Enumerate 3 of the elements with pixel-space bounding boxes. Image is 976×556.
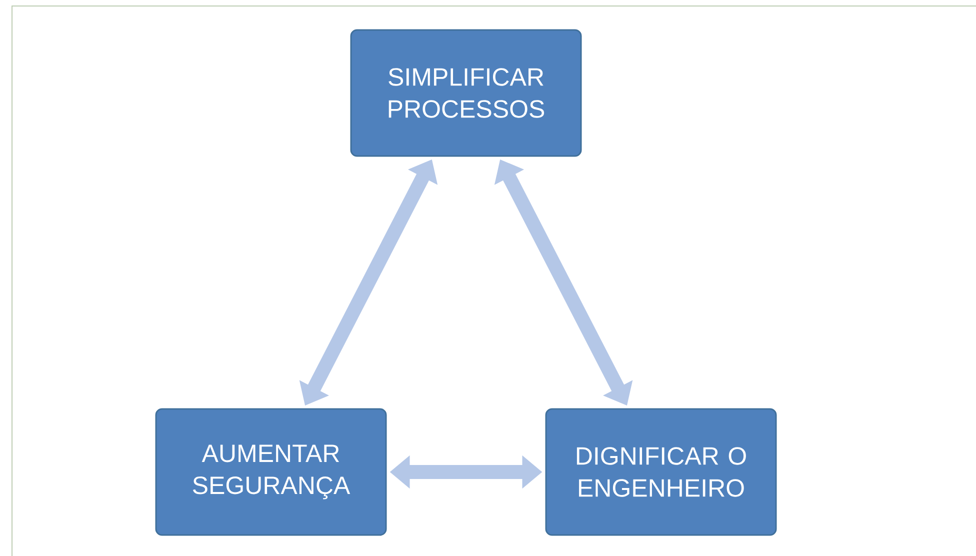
process-box: AUMENTAR SEGURANÇA bbox=[155, 408, 387, 536]
process-box: SIMPLIFICAR PROCESSOS bbox=[350, 29, 582, 157]
process-box: DIGNIFICAR O ENGENHEIRO bbox=[545, 408, 777, 536]
